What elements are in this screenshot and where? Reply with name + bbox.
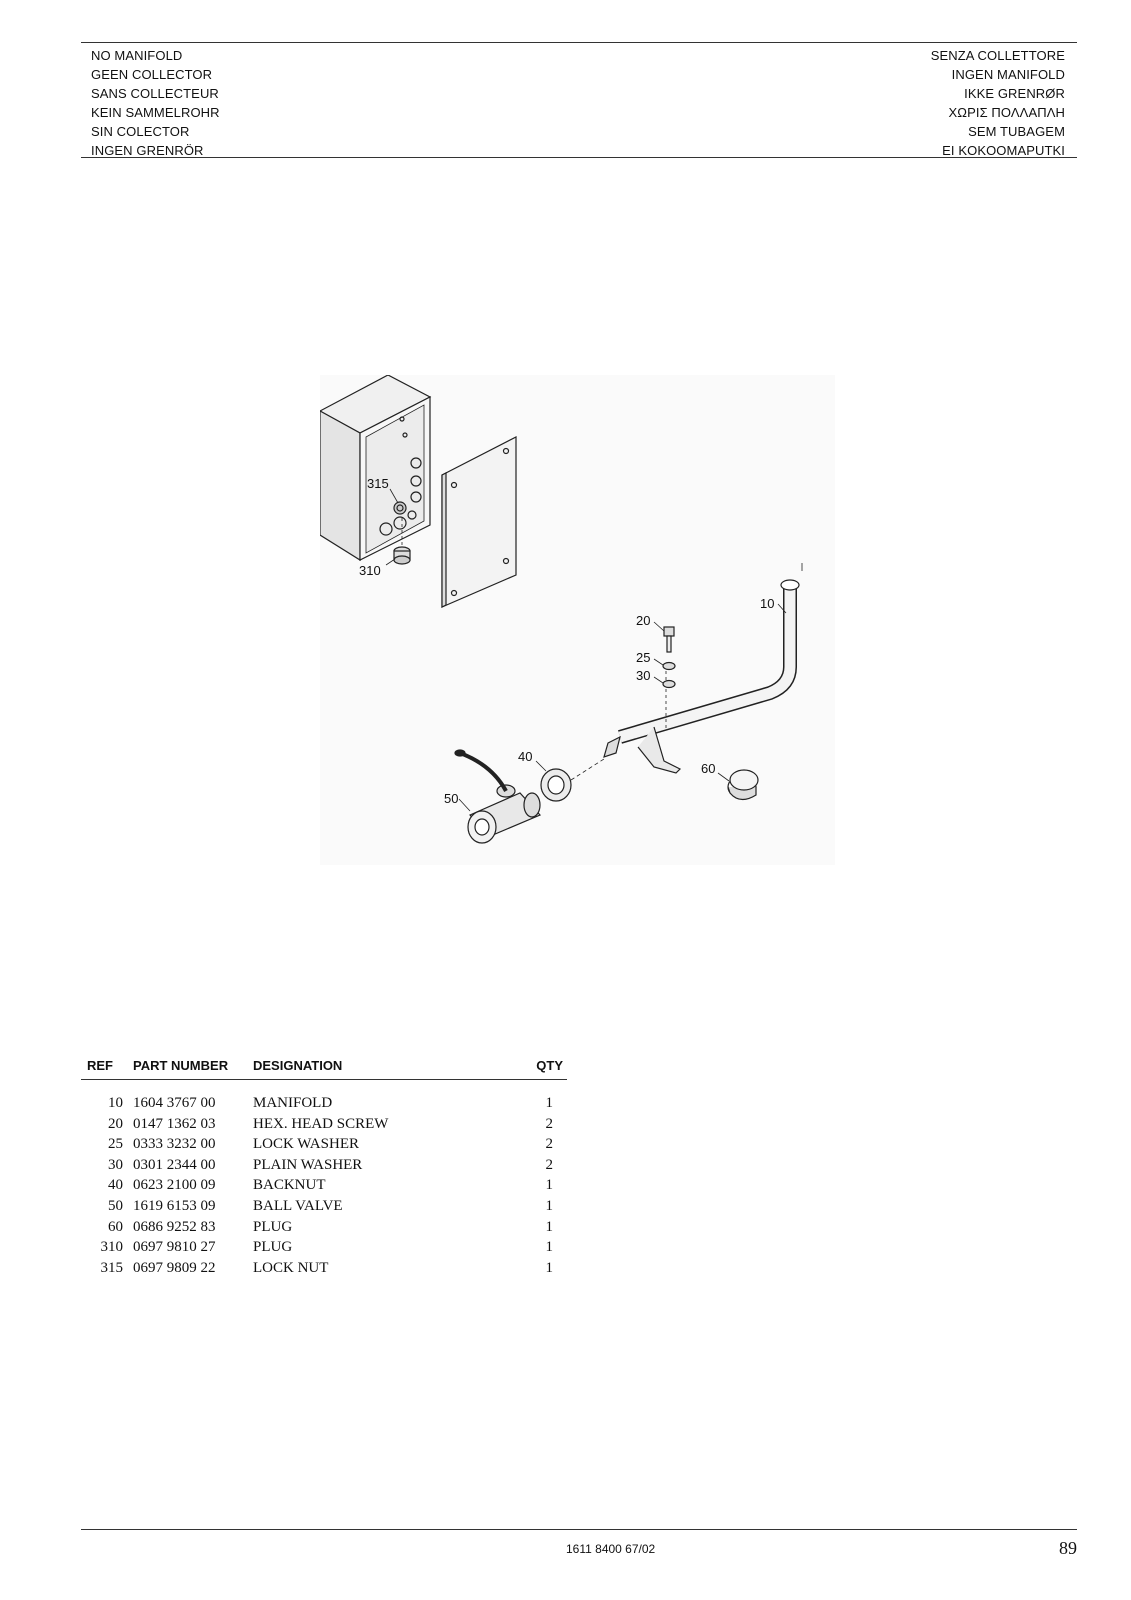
- cell-ref: 30: [108, 1156, 123, 1173]
- title-list-left: NO MANIFOLD GEEN COLLECTOR SANS COLLECTE…: [91, 46, 220, 160]
- header-part-number: PART NUMBER: [133, 1052, 253, 1080]
- title-sv: INGEN GRENRÖR: [91, 143, 204, 158]
- lock-nut-315: [393, 501, 407, 515]
- cell-qty: 2: [545, 1156, 554, 1173]
- callout-20: 20: [636, 613, 650, 628]
- table-row: 30 0301 2344 00 PLAIN WASHER 2: [81, 1155, 567, 1176]
- title-it: SENZA COLLETTORE: [930, 48, 1065, 63]
- title-no: IKKE GRENRØR: [964, 86, 1065, 101]
- header-ref: REF: [81, 1052, 133, 1080]
- exploded-view-drawing: 315 310 10 20 25 30 40 60 50: [320, 375, 835, 865]
- cell-qty: 1: [545, 1239, 554, 1256]
- title-da: INGEN MANIFOLD: [951, 67, 1065, 82]
- cell-part-number: 1619 6153 09: [133, 1197, 216, 1214]
- cell-qty: 1: [545, 1177, 554, 1194]
- ball-valve: [454, 749, 542, 844]
- callout-40: 40: [518, 749, 532, 764]
- cell-ref: 20: [108, 1115, 123, 1132]
- cell-part-number: 0686 9252 83: [133, 1218, 216, 1235]
- cell-ref: 310: [100, 1239, 124, 1256]
- table-row: 40 0623 2100 09 BACKNUT 1: [81, 1175, 567, 1196]
- title-de: KEIN SAMMELROHR: [91, 105, 220, 120]
- lock-washer: [662, 661, 676, 671]
- cell-designation: MANIFOLD: [253, 1095, 333, 1111]
- hex-screw: [663, 626, 675, 653]
- header-designation: DESIGNATION: [253, 1052, 513, 1080]
- title-band: NO MANIFOLD GEEN COLLECTOR SANS COLLECTE…: [81, 42, 1077, 158]
- cell-designation: BACKNUT: [253, 1177, 326, 1194]
- table-row: 315 0697 9809 22 LOCK NUT 1: [81, 1258, 567, 1279]
- cell-ref: 50: [108, 1197, 123, 1214]
- cell-qty: 2: [545, 1136, 554, 1153]
- table-row: 20 0147 1362 03 HEX. HEAD SCREW 2: [81, 1114, 567, 1135]
- cover-plate: [441, 436, 517, 608]
- cell-ref: 40: [108, 1177, 123, 1194]
- callout-10: 10: [760, 596, 774, 611]
- manifold-pipe: [603, 563, 803, 774]
- cell-designation: PLUG: [253, 1218, 293, 1235]
- page-number: 89: [1059, 1538, 1077, 1558]
- cell-part-number: 0301 2344 00: [133, 1156, 216, 1173]
- backnut: [540, 758, 605, 802]
- plug-310: [393, 546, 411, 565]
- cell-part-number: 0333 3232 00: [133, 1136, 216, 1153]
- cell-designation: HEX. HEAD SCREW: [253, 1115, 389, 1132]
- cell-part-number: 1604 3767 00: [133, 1095, 216, 1111]
- table-row: 60 0686 9252 83 PLUG 1: [81, 1217, 567, 1238]
- callout-310: 310: [359, 563, 381, 578]
- cell-part-number: 0623 2100 09: [133, 1177, 216, 1194]
- title-pt: SEM TUBAGEM: [968, 124, 1065, 139]
- callout-50: 50: [444, 791, 458, 806]
- table-header-row: REF PART NUMBER DESIGNATION QTY: [81, 1052, 567, 1080]
- cell-designation: LOCK WASHER: [253, 1136, 359, 1153]
- table-row: 310 0697 9810 27 PLUG 1: [81, 1237, 567, 1258]
- cell-qty: 1: [545, 1197, 554, 1214]
- table-row: 10 1604 3767 00 MANIFOLD 1: [81, 1080, 567, 1114]
- cell-designation: BALL VALVE: [253, 1197, 343, 1214]
- cell-qty: 1: [545, 1259, 554, 1276]
- cell-ref: 25: [108, 1136, 123, 1153]
- callout-315: 315: [367, 476, 389, 491]
- drawing-svg: 315 310 10 20 25 30 40 60 50: [320, 375, 803, 844]
- cell-designation: LOCK NUT: [253, 1259, 329, 1276]
- title-nl: GEEN COLLECTOR: [91, 67, 213, 82]
- plain-washer: [662, 679, 676, 689]
- header-qty: QTY: [513, 1052, 567, 1080]
- title-fi: EI KOKOOMAPUTKI: [942, 143, 1065, 158]
- table-row: 25 0333 3232 00 LOCK WASHER 2: [81, 1134, 567, 1155]
- cell-designation: PLUG: [253, 1239, 293, 1256]
- cell-designation: PLAIN WASHER: [253, 1156, 363, 1173]
- cell-part-number: 0697 9810 27: [133, 1239, 216, 1256]
- cell-qty: 2: [545, 1115, 554, 1132]
- cell-ref: 10: [108, 1095, 123, 1111]
- title-es: SIN COLECTOR: [91, 124, 190, 139]
- callout-60: 60: [701, 761, 715, 776]
- footer-divider: [81, 1529, 1077, 1530]
- title-en: NO MANIFOLD: [91, 48, 183, 63]
- plug-60: [727, 769, 759, 801]
- electrical-box: [320, 375, 432, 562]
- table-row: 50 1619 6153 09 BALL VALVE 1: [81, 1196, 567, 1217]
- cell-ref: 315: [100, 1259, 124, 1276]
- callout-30: 30: [636, 668, 650, 683]
- title-el: ΧΩΡΙΣ ΠΟΛΛΑΠΛΗ: [948, 105, 1065, 120]
- cell-qty: 1: [545, 1095, 554, 1111]
- parts-table: REF PART NUMBER DESIGNATION QTY 10 1604 …: [81, 1052, 567, 1278]
- title-fr: SANS COLLECTEUR: [91, 86, 219, 101]
- cell-part-number: 0147 1362 03: [133, 1115, 216, 1132]
- cell-ref: 60: [108, 1218, 123, 1235]
- document-number: 1611 8400 67/02: [566, 1542, 656, 1556]
- callout-25: 25: [636, 650, 650, 665]
- title-list-right: SENZA COLLETTORE INGEN MANIFOLD IKKE GRE…: [931, 46, 1065, 160]
- cell-part-number: 0697 9809 22: [133, 1259, 216, 1276]
- cell-qty: 1: [545, 1218, 554, 1235]
